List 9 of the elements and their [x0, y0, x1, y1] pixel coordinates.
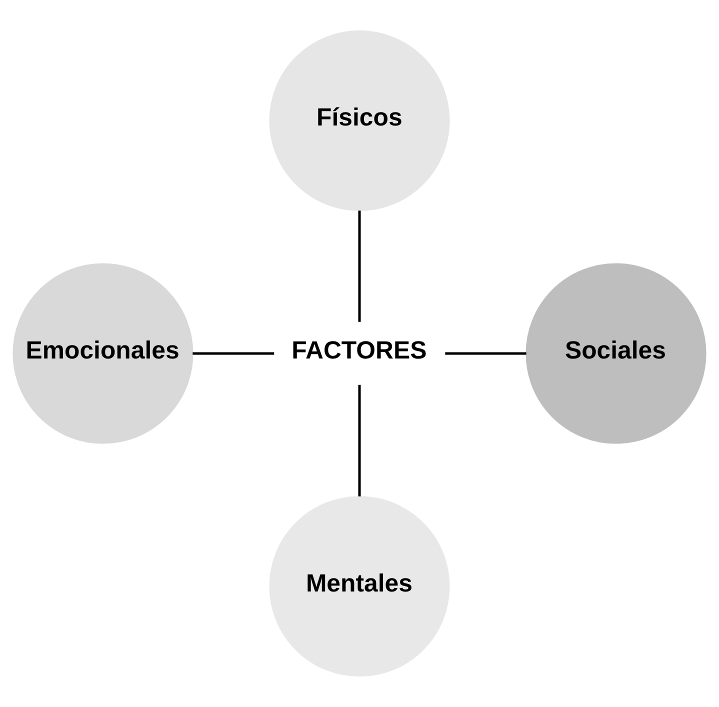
- node-text: FACTORES: [292, 336, 427, 364]
- node-circle: Físicos: [269, 30, 450, 211]
- connector: [192, 352, 274, 355]
- connector: [358, 210, 361, 322]
- connector: [445, 352, 526, 355]
- node-circle: Emocionales: [12, 263, 194, 444]
- node-circle: Sociales: [526, 263, 706, 444]
- connector: [358, 384, 361, 496]
- node-circle: Mentales: [269, 496, 450, 677]
